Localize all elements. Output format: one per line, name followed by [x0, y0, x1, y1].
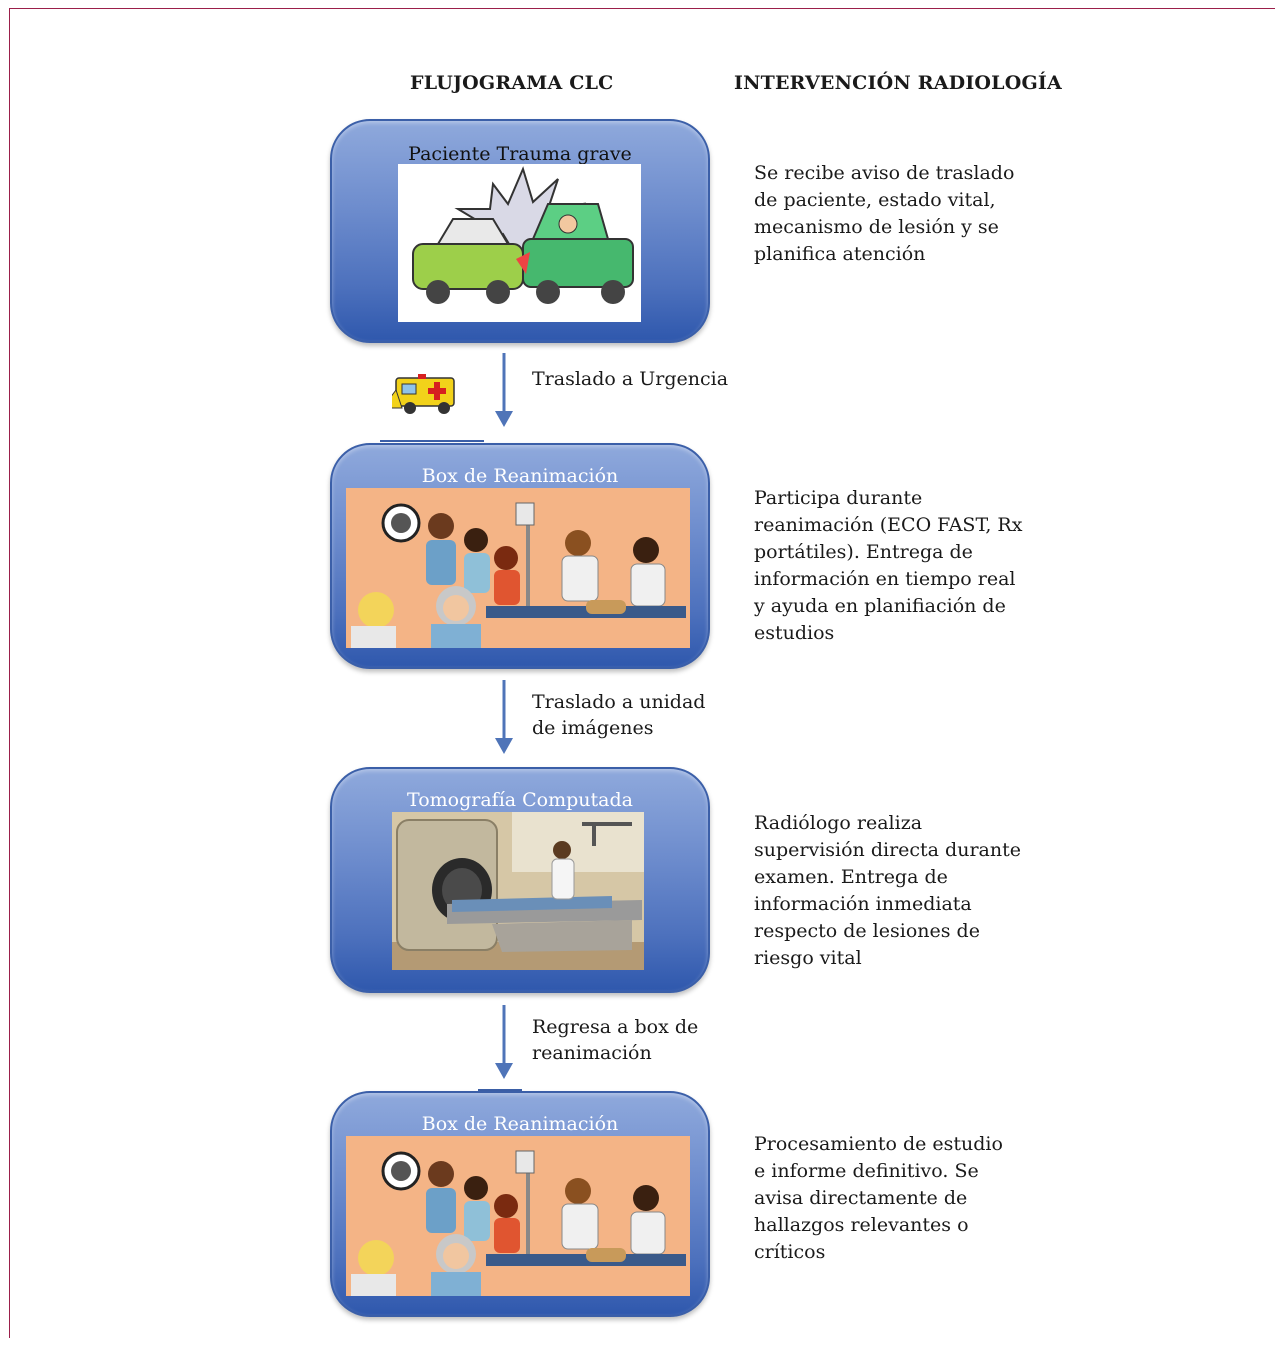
- down-arrow-icon: [495, 680, 513, 754]
- ct-scanner-image: [392, 812, 644, 970]
- car-crash-image: [398, 164, 641, 322]
- resuscitation-team-image: [346, 1136, 690, 1296]
- flow-box-resuscitation-final: Box de Reanimación: [330, 1091, 710, 1317]
- flow-box-title: Paciente Trauma grave: [408, 143, 632, 165]
- flow-box-title: Tomografía Computada: [407, 789, 633, 811]
- step-1-description: Se recibe aviso de traslado de paciente,…: [754, 162, 1015, 265]
- transition-label: Regresa a box de reanimación: [532, 1016, 699, 1064]
- down-arrow-icon: [495, 1005, 513, 1079]
- step-4-description: Procesamiento de estudio e informe defin…: [754, 1133, 1003, 1263]
- flow-box-ct: Tomografía Computada: [330, 767, 710, 993]
- flow-box-title: Box de Reanimación: [421, 465, 619, 487]
- box-top-accent: [380, 440, 484, 442]
- flow-box-trauma: Paciente Trauma grave: [330, 119, 710, 343]
- flow-box-resuscitation: Box de Reanimación: [330, 443, 710, 669]
- page-frame: [9, 8, 1275, 1338]
- resuscitation-team-image: [346, 488, 690, 648]
- step-3-description: Radiólogo realiza supervisión directa du…: [754, 812, 1021, 969]
- down-arrow-icon: [495, 353, 513, 427]
- step-2-description: Participa durante reanimación (ECO FAST,…: [754, 487, 1023, 644]
- transition-label: Traslado a Urgencia: [532, 368, 729, 390]
- left-column-header: FLUJOGRAMA CLC: [410, 72, 614, 94]
- ambulance-icon: [392, 374, 455, 414]
- box-top-accent: [478, 1089, 522, 1091]
- right-column-header: INTERVENCIÓN RADIOLOGÍA: [734, 72, 1062, 94]
- transition-label: Traslado a unidad de imágenes: [532, 691, 706, 739]
- flow-box-title: Box de Reanimación: [421, 1113, 619, 1135]
